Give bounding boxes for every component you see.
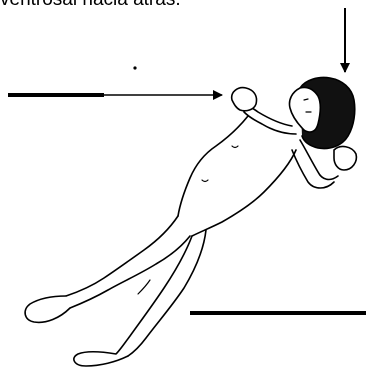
left-leg-upper: [66, 216, 178, 296]
face: [289, 87, 320, 132]
dot-mark: [133, 66, 136, 69]
torso-lower: [192, 150, 296, 236]
right-leg: [116, 236, 192, 354]
left-foot: [25, 296, 70, 322]
right-foot: [74, 352, 128, 366]
torso-upper: [178, 116, 248, 216]
left-hand: [334, 147, 356, 170]
right-hand: [232, 88, 257, 111]
lying-person-figure: [25, 77, 356, 366]
